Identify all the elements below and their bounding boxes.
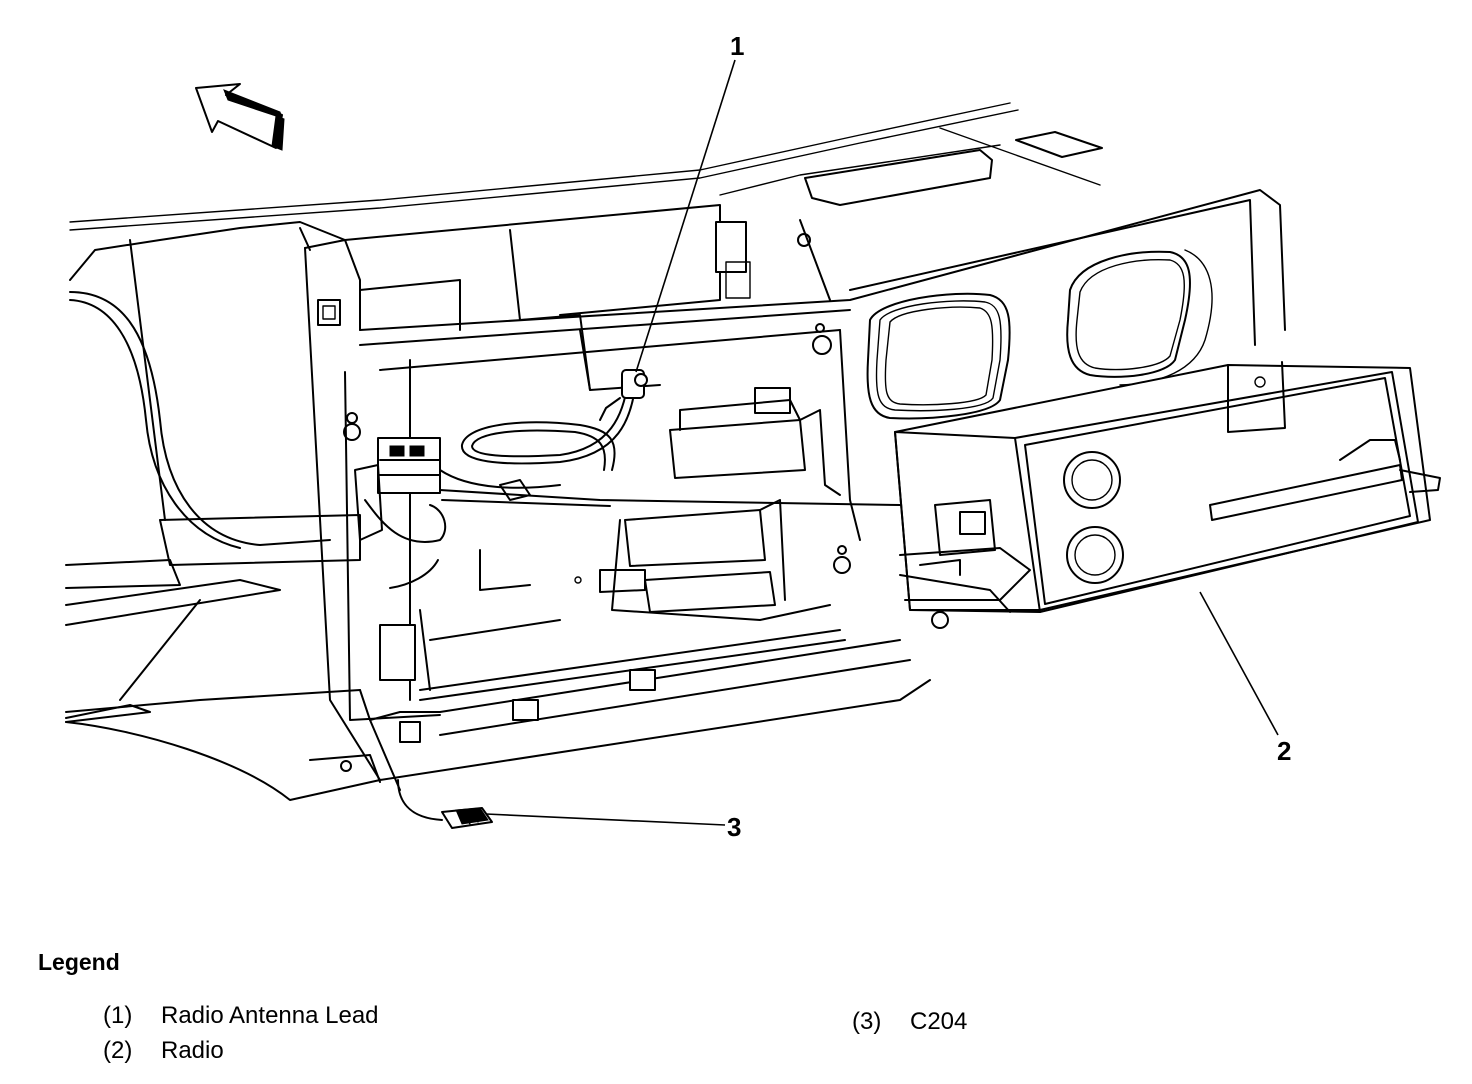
legend-item-number: (1) — [103, 1002, 133, 1029]
mounting-brackets — [317, 221, 949, 743]
callout-1: 1 — [635, 31, 744, 373]
callout-2: 2 — [1199, 591, 1291, 766]
callout-number-2: 2 — [1277, 736, 1291, 766]
air-vent-openings — [866, 249, 1213, 420]
legend-item-label: Radio Antenna Lead — [161, 1002, 379, 1029]
radio-cavity-brackets — [479, 399, 841, 621]
wiring-harness-connectors — [354, 437, 901, 589]
radio-antenna-lead — [439, 369, 648, 501]
forward-direction-arrow-icon — [195, 83, 285, 151]
radio — [894, 361, 1441, 613]
callout-number-1: 1 — [730, 31, 744, 61]
c204-connector — [397, 779, 493, 829]
exploded-view-illustration: 1 2 3 — [65, 31, 1441, 842]
legend-item-number: (3) — [852, 1008, 882, 1035]
instrument-panel-carrier — [299, 189, 1286, 791]
legend-item-number: (2) — [103, 1037, 133, 1064]
legend-item: (2) Radio — [103, 1037, 224, 1065]
callout-number-3: 3 — [727, 812, 741, 842]
legend-item: (1) Radio Antenna Lead — [103, 1002, 379, 1030]
legend-item-label: Radio — [161, 1037, 224, 1064]
legend-item-label: C204 — [910, 1008, 968, 1035]
center-console-outline — [65, 221, 381, 801]
legend-title: Legend — [38, 949, 120, 975]
callout-3: 3 — [485, 812, 741, 842]
legend-item: (3) C204 — [852, 1008, 967, 1036]
